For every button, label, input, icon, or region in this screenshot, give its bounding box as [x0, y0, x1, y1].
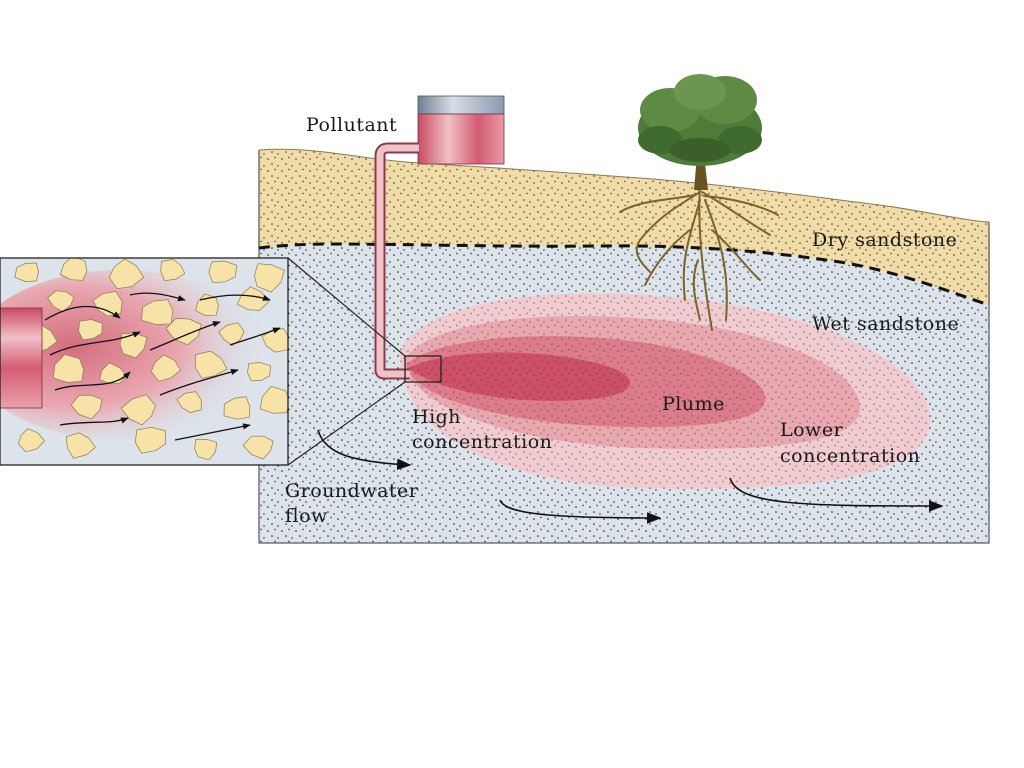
- sand-grain: [194, 350, 228, 379]
- sand-grain: [223, 396, 251, 420]
- groundwater-flow-arrows: [317, 429, 944, 524]
- groundwater-flow-label-line1: Groundwater: [285, 480, 419, 502]
- sand-grain: [218, 322, 245, 346]
- tree-roots: [619, 184, 779, 331]
- sand-grain: [47, 290, 75, 312]
- lower-concentration-label-line1: Lower: [780, 419, 844, 441]
- sand-grain: [14, 262, 39, 282]
- sand-grain: [247, 362, 271, 382]
- sand-grain: [18, 428, 45, 453]
- dry-sandstone-label: Dry sandstone: [812, 229, 957, 251]
- sand-grain: [165, 318, 202, 346]
- sand-grain: [59, 258, 88, 281]
- pollution-plume: [259, 235, 989, 543]
- sand-grain: [134, 426, 167, 454]
- sand-grain: [119, 332, 148, 359]
- sand-grain: [254, 263, 285, 293]
- sand-grain: [259, 385, 288, 414]
- tree-foliage: [638, 74, 762, 166]
- pollutant-label: Pollutant: [306, 114, 397, 136]
- pore-scale-inset: [0, 257, 289, 466]
- wet-sandstone-label: Wet sandstone: [812, 313, 959, 335]
- sand-grain: [160, 259, 186, 282]
- inset-pipe-outlet: [0, 307, 43, 409]
- zoom-connector-bottom: [287, 381, 406, 466]
- sand-grain: [52, 354, 84, 383]
- sand-grain: [92, 291, 123, 317]
- sand-grain: [70, 394, 103, 420]
- zoom-connector-top: [287, 257, 406, 357]
- high-concentration-label-line2: concentration: [412, 431, 552, 453]
- plume-label: Plume: [662, 393, 725, 415]
- sand-grain: [194, 438, 218, 461]
- sand-grain: [120, 394, 156, 426]
- sand-grain: [150, 354, 181, 382]
- high-concentration-label-line1: High: [412, 406, 461, 428]
- sand-grain: [242, 435, 274, 460]
- sand-grain: [176, 391, 202, 413]
- sand-grain: [236, 286, 270, 311]
- lower-concentration-label-line2: concentration: [780, 445, 920, 467]
- tree-illustration: [619, 74, 779, 331]
- groundwater-flow-label-line2: flow: [285, 505, 328, 527]
- sand-grain: [141, 299, 174, 325]
- sand-grain: [208, 260, 238, 284]
- sand-grain: [108, 258, 144, 290]
- water-table-line: [258, 242, 990, 307]
- flow-path-arrows: [44, 292, 281, 441]
- pollutant-tank: [417, 95, 505, 165]
- sand-grain: [78, 319, 103, 341]
- zoom-region-marker: [404, 355, 442, 383]
- sand-grain: [66, 432, 96, 459]
